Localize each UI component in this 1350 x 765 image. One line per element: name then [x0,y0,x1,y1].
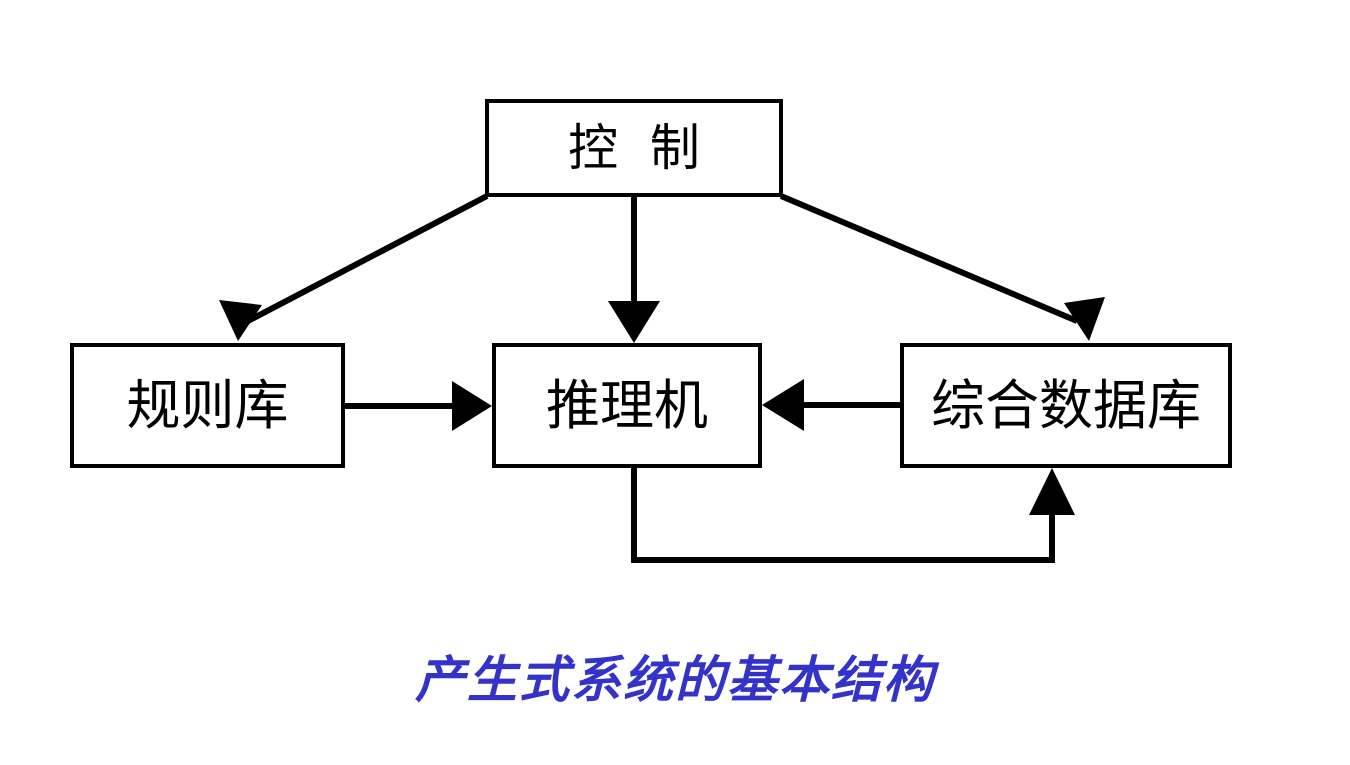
edge-control-to-inference [608,197,660,343]
node-global-database-label: 综合数据库 [931,373,1201,437]
diagram-caption-text: 产生式系统的基本结构 [415,650,935,709]
edge-inference-to-database [631,468,1075,563]
edge-control-to-database [779,193,1105,341]
edge-control-to-rulebase [219,193,489,341]
diagram-caption: 产生式系统的基本结构 [0,640,1350,712]
node-control-label: 控 制 [568,119,700,177]
node-inference-engine-label: 推理机 [546,373,708,437]
node-rule-base-label: 规则库 [126,373,289,437]
node-global-database[interactable]: 综合数据库 [900,343,1232,468]
edge-database-to-inference [762,379,900,431]
edge-rulebase-to-inference [345,381,492,431]
node-control[interactable]: 控 制 [485,99,783,197]
node-inference-engine[interactable]: 推理机 [492,343,762,468]
node-rule-base[interactable]: 规则库 [70,343,345,468]
